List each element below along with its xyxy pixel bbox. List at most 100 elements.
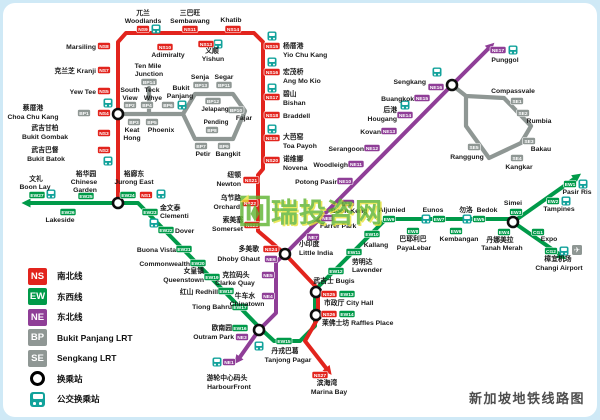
station-badge-text: EW27	[30, 193, 44, 199]
station-badge-text: BP9	[219, 144, 229, 150]
station-label: 义顺	[204, 46, 219, 55]
station-label: 劳明达	[352, 257, 373, 266]
station-badge-BP2	[123, 101, 137, 109]
terminal-arrow	[484, 42, 495, 53]
bus-icon-wheel	[427, 220, 429, 223]
bus-icon-window	[563, 197, 569, 201]
station-label: Garden	[73, 187, 97, 194]
station-badge-text: NE3	[237, 335, 247, 341]
station-badge-NE1	[222, 358, 236, 366]
station-badge-NE10	[336, 177, 354, 185]
station-badge-NS24	[262, 245, 280, 253]
station-badge-text: SE5	[469, 145, 479, 151]
station-badge-text: NE17	[492, 48, 505, 54]
station-badge-NE14	[396, 111, 414, 119]
station-label: Sengkang	[394, 79, 426, 86]
station-badge-text: EW7	[434, 217, 445, 223]
bus-icon-window	[510, 46, 516, 50]
station-label: 宏茂桥	[283, 67, 304, 76]
station-badge-text: EW5	[474, 217, 485, 223]
station-label: Boon Keng	[331, 208, 367, 215]
bus-icon-window	[158, 190, 164, 194]
station-badge-text: NE13	[383, 129, 396, 135]
bus-icon-wheel	[567, 202, 569, 205]
station-badge-text: NS1	[141, 193, 151, 199]
plane-icon	[572, 245, 582, 255]
station-badge-text: NS27	[314, 373, 327, 379]
station-badge-text: EW14	[340, 312, 354, 318]
station-label: 纽顿	[227, 170, 241, 179]
bus-icon-window	[105, 157, 111, 161]
station-label: 丹戎巴葛	[271, 346, 298, 355]
station-label: 牛车水	[235, 291, 256, 300]
station-label: Little India	[299, 250, 333, 257]
bus-icon-window	[464, 215, 470, 219]
station-badge-EW19	[203, 273, 221, 281]
station-badge-text: EW2	[548, 199, 559, 205]
interchange-circle	[506, 215, 520, 229]
station-label: Novena	[283, 165, 308, 172]
station-label: HarbourFront	[207, 384, 252, 391]
station-label: 杨厝港	[283, 41, 304, 50]
bus-icon-wheel	[52, 195, 54, 198]
bus-icon-wheel	[109, 162, 111, 165]
station-label: Bukit Gombak	[22, 134, 68, 141]
interchange-circle	[309, 308, 323, 322]
bus-icon-window	[434, 68, 440, 72]
station-badge-NS1	[139, 191, 153, 199]
station-badge-NE11	[347, 160, 365, 168]
station-label: Queenstown	[163, 277, 204, 284]
station-badge-text: BP14	[143, 80, 156, 86]
station-label: Pending	[204, 119, 229, 126]
station-label: Rumbia	[527, 118, 552, 125]
station-badge-text: SE2	[518, 111, 528, 117]
station-label: Toa Payoh	[283, 143, 317, 150]
station-label: 武吉士 Bugis	[313, 276, 354, 285]
station-label: Fajar	[236, 115, 253, 122]
station-badge-text: EW12	[329, 269, 343, 275]
station-badge-text: NE5	[263, 273, 273, 279]
station-badge-BP4	[140, 101, 154, 109]
station-label: Phoenix	[148, 127, 175, 134]
station-label: 金文泰	[159, 203, 181, 212]
bus-icon-window	[256, 342, 262, 346]
station-badge-BP1	[77, 109, 91, 117]
terminal-arrow	[571, 173, 582, 183]
station-label: 樟宜机场	[543, 254, 571, 263]
station-badge-text: BP4	[142, 103, 152, 109]
station-label: Lavender	[352, 267, 383, 274]
station-label: Simei	[504, 200, 522, 207]
bus-icon-wheel	[269, 130, 271, 133]
station-badge-EW26	[59, 208, 77, 216]
bus-icon-wheel	[563, 202, 565, 205]
station-badge-text: EW19	[205, 275, 219, 281]
bus-icon	[30, 391, 45, 407]
station-badge-SE2	[516, 109, 530, 117]
bus-icon-wheel	[434, 73, 436, 76]
station-badge-text: NS2	[99, 148, 109, 154]
station-badge-BP14	[140, 78, 158, 86]
station-badge-text: EW1	[565, 182, 576, 188]
station-label: Ranggung	[450, 154, 484, 161]
station-label: Dhoby Ghaut	[217, 256, 260, 263]
station-label: 武吉巴督	[31, 145, 58, 154]
station-badge-NS4	[97, 109, 111, 117]
station-badge-text: EW11	[347, 250, 360, 256]
station-label: Dover	[175, 228, 195, 235]
station-badge-text: NS9	[138, 27, 148, 33]
legend-item-interchange: 换乘站	[28, 369, 133, 390]
station-badge-text: NS17	[266, 95, 279, 101]
station-badge-EW7	[432, 215, 446, 223]
station-label: 蔡厝港	[22, 103, 44, 112]
legend-item-bus: 公交换乘站	[28, 389, 133, 410]
station-badge-text: EW25	[79, 194, 93, 200]
interchange-circle	[309, 285, 323, 299]
station-badge-text: NS4	[99, 111, 109, 117]
station-label: Orchard	[214, 204, 240, 211]
bus-icon-wheel	[438, 73, 440, 76]
station-label: Serangoon	[329, 146, 365, 153]
bus-icon-wheel	[219, 45, 221, 48]
station-badge-text: NE10	[339, 179, 352, 185]
station-label: Teck	[145, 87, 160, 94]
